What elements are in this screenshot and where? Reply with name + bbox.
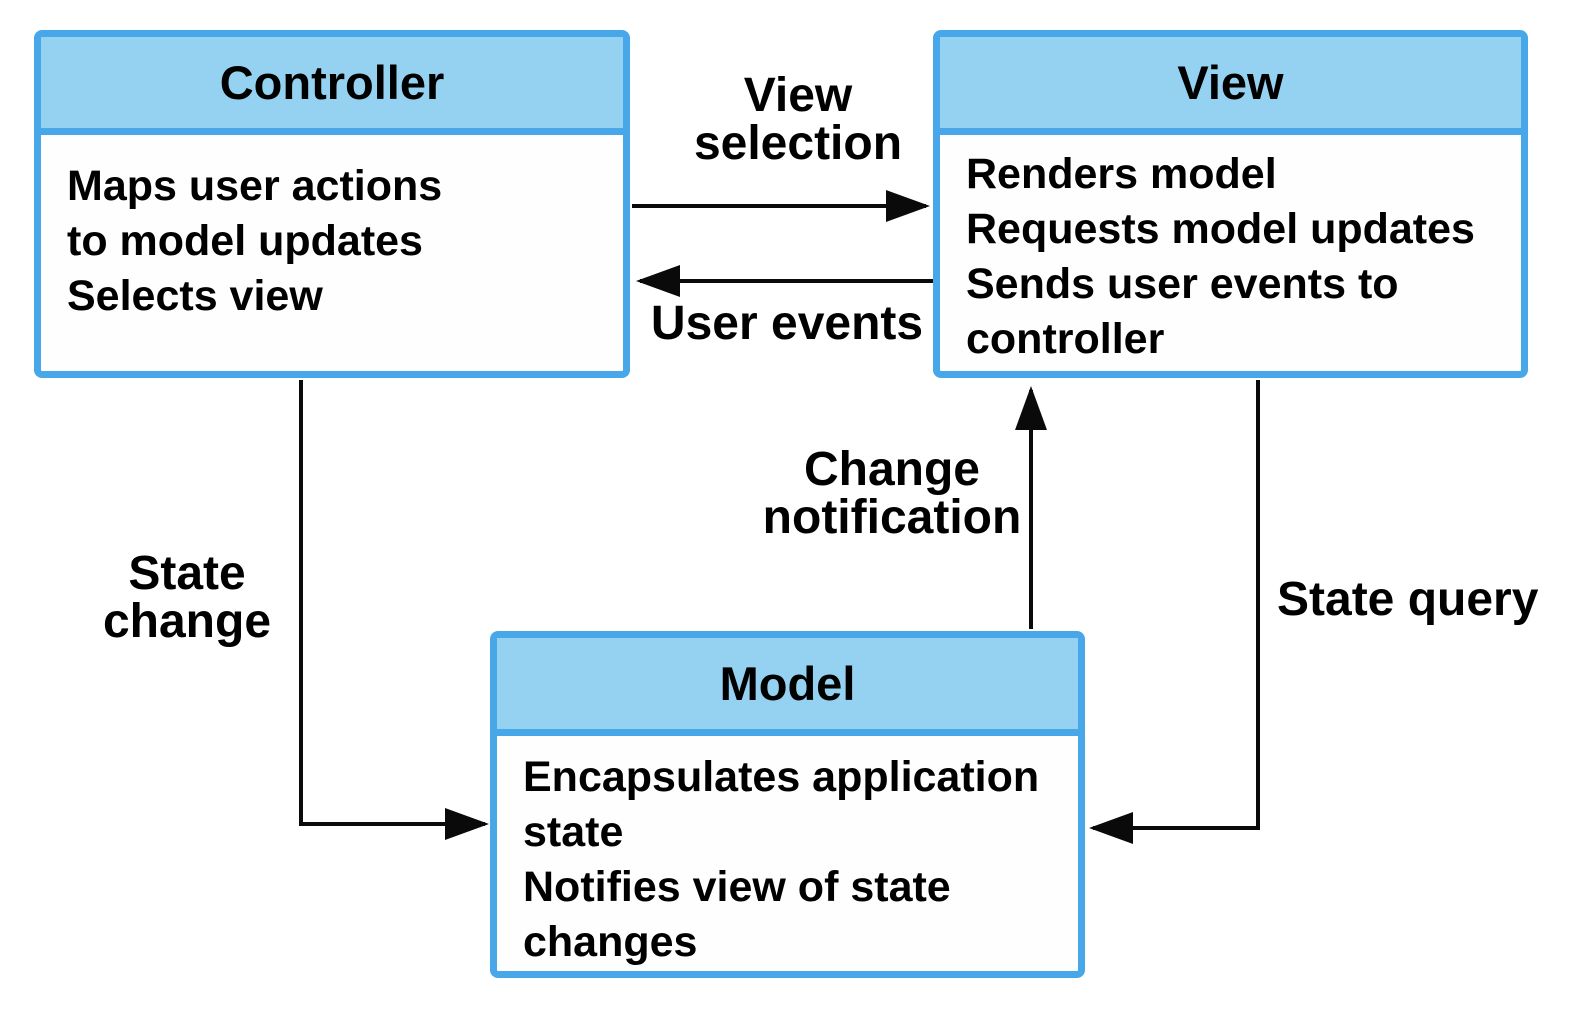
view-selection-label-line: View bbox=[743, 69, 853, 122]
view-body-line: Sends user events to bbox=[966, 260, 1399, 308]
state-query-arrow bbox=[1089, 380, 1260, 844]
change-notification-label: Change notification bbox=[742, 446, 1042, 542]
state-change-label: State change bbox=[37, 550, 337, 646]
state-query-label-line: State query bbox=[1277, 573, 1539, 626]
state-change-arrow bbox=[299, 380, 489, 840]
view-box: View Renders model Requests model update… bbox=[933, 30, 1528, 378]
controller-box-body: Maps user actions to model updates Selec… bbox=[41, 135, 623, 324]
model-body-line: Notifies view of state bbox=[523, 863, 951, 911]
view-box-header: View bbox=[940, 37, 1521, 135]
model-box-title: Model bbox=[719, 657, 856, 710]
user-events-label-line: User events bbox=[650, 297, 924, 350]
view-box-body: Renders model Requests model updates Sen… bbox=[940, 135, 1521, 367]
model-box-body: Encapsulates application state Notifies … bbox=[497, 736, 1078, 970]
user-events-label: User events bbox=[637, 300, 937, 348]
view-body-line: Requests model updates bbox=[966, 205, 1475, 253]
model-body-line: state bbox=[523, 808, 624, 856]
view-body-line: controller bbox=[966, 315, 1165, 363]
state-change-label-line: change bbox=[102, 595, 272, 648]
controller-box-title: Controller bbox=[219, 56, 445, 109]
state-query-label: State query bbox=[1277, 576, 1538, 624]
model-box-header: Model bbox=[497, 638, 1078, 736]
controller-box-header: Controller bbox=[41, 37, 623, 135]
view-selection-label-line: selection bbox=[693, 117, 903, 170]
change-notification-label-line: notification bbox=[762, 491, 1022, 544]
model-body-line: Encapsulates application bbox=[523, 753, 1040, 801]
controller-box: Controller Maps user actions to model up… bbox=[34, 30, 630, 378]
change-notification-label-line: Change bbox=[803, 443, 980, 496]
model-box: Model Encapsulates application state Not… bbox=[490, 631, 1085, 978]
view-selection-label: View selection bbox=[648, 72, 948, 168]
view-box-title: View bbox=[1177, 56, 1284, 109]
controller-body-line: Maps user actions bbox=[67, 162, 443, 210]
model-body-line: changes bbox=[523, 918, 698, 966]
state-change-label-line: State bbox=[128, 547, 246, 600]
controller-body-line: Selects view bbox=[67, 272, 323, 320]
controller-body-line: to model updates bbox=[67, 217, 423, 265]
view-body-line: Renders model bbox=[966, 150, 1277, 198]
